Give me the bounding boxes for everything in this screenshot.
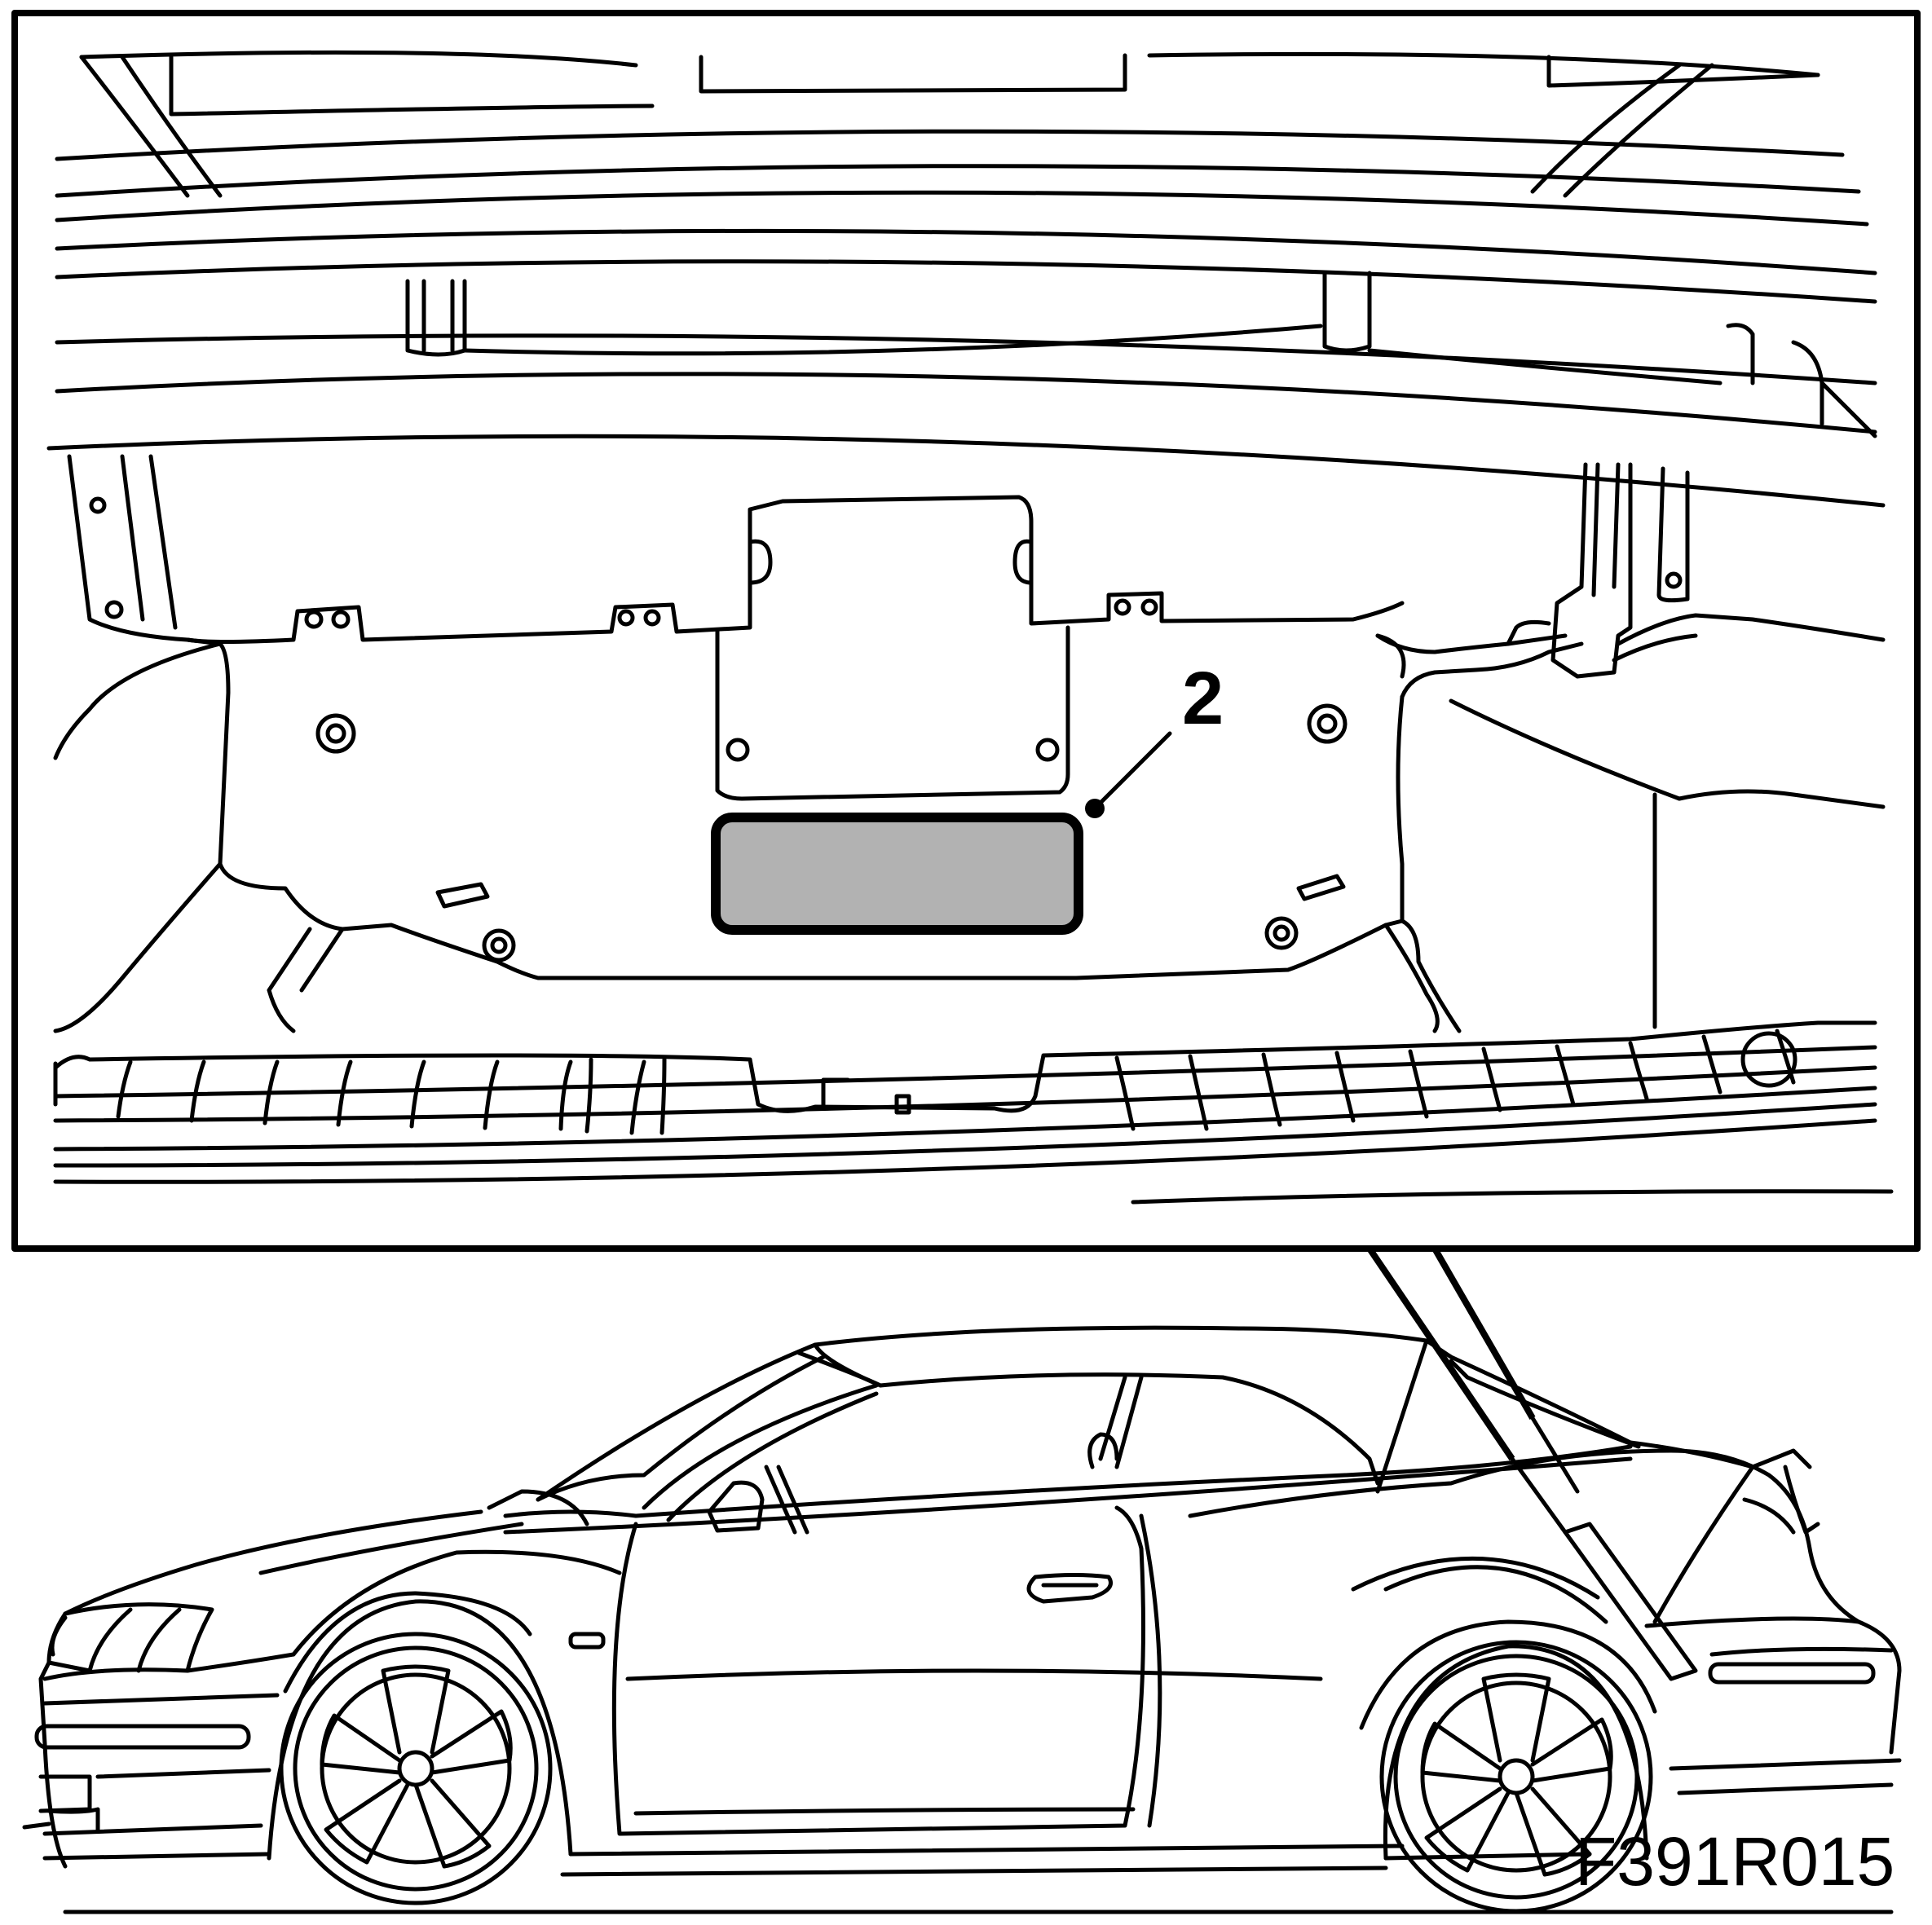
inset-bottom-line [1131,1189,1894,1205]
inset-frame [11,10,1921,1252]
callout-dot [1085,799,1105,818]
detail-inset: 2 [11,10,1921,1252]
rear-wheel [1379,1640,1653,1914]
highlighted-part [711,813,1083,935]
rear-panel [67,454,1405,801]
trunk-tub [53,633,1886,1033]
callout-label: 2 [1182,657,1224,740]
vehicle-side-view [22,1325,1902,1914]
bumper-sill [53,1020,1877,1184]
hinge-assembly [1506,462,1886,679]
front-wheel [279,1632,553,1905]
inset-pointer [1366,1246,1698,1681]
rear-deck-top [46,50,1886,508]
callout-2: 2 [1085,657,1224,818]
figure-id: F391R015 [1575,1823,1895,1900]
callout-leader [1092,731,1172,811]
